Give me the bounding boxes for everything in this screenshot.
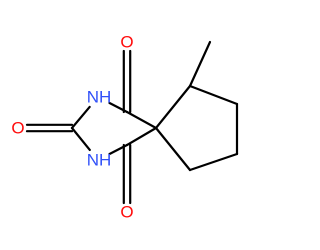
- bond-c_spiro-c_co3: [125, 126, 158, 147]
- bond-c_r3-c_r4: [188, 152, 239, 172]
- atom-label-n2: NH: [87, 151, 112, 170]
- atom-label-o3: O: [120, 203, 133, 222]
- bond-c_co2-n1: [70, 105, 91, 130]
- bond-n2-c_co2: [70, 126, 91, 152]
- bond-c_r1-c_r2: [188, 84, 239, 106]
- bond-c_r1-c_me: [188, 40, 212, 88]
- bond-c_co1-c_spiro: [125, 110, 158, 130]
- atom-labels-layer: NH NH O O O: [11, 33, 133, 222]
- atom-label-n1: NH: [87, 88, 112, 107]
- atom-label-o1: O: [120, 33, 133, 52]
- bonds-layer: [25, 40, 239, 205]
- atom-label-o2: O: [11, 119, 24, 138]
- bond-c_r4-c_spiro: [154, 126, 192, 172]
- bond-c_spiro-c_r1: [154, 84, 192, 130]
- molecule-structure-diagram: NH NH O O O: [11, 33, 239, 222]
